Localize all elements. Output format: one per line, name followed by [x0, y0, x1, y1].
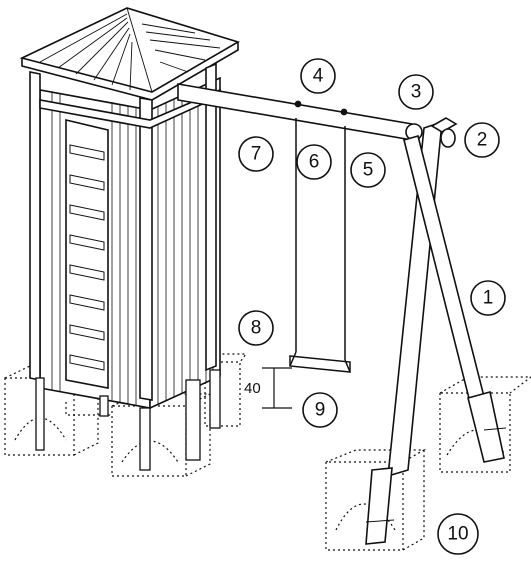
swing-hook-right	[340, 108, 348, 116]
callout-1: 1	[483, 288, 494, 309]
callout-7-circle	[238, 136, 274, 172]
swing-frame	[177, 83, 507, 545]
tower-ladder	[65, 118, 109, 389]
callout-6: 6	[309, 152, 320, 173]
callout-7: 7	[251, 144, 262, 165]
callout-4: 4	[313, 66, 324, 87]
callout-8: 8	[251, 318, 262, 339]
callout-1-circle	[470, 280, 506, 316]
seat-height-value: 40	[244, 380, 261, 397]
callout-10-circle	[437, 513, 479, 555]
callout-5-circle	[350, 152, 386, 188]
seat-height-dimension	[262, 367, 292, 409]
callout-9-circle	[302, 392, 338, 428]
callout-8-circle	[238, 310, 274, 346]
callout-3: 3	[411, 82, 422, 103]
play-tower	[19, 7, 240, 471]
callout-group	[238, 58, 506, 555]
callout-2: 2	[477, 130, 488, 151]
callout-9: 9	[315, 400, 326, 421]
callout-4-circle	[300, 58, 336, 94]
callout-5: 5	[363, 160, 374, 181]
swing-seat-assembly	[289, 100, 351, 373]
callout-6-circle	[296, 144, 332, 180]
swing-hook-left	[294, 100, 302, 108]
callout-2-circle	[464, 122, 500, 158]
callout-10: 10	[447, 524, 468, 545]
swing-seat	[289, 355, 351, 373]
callout-3-circle	[398, 74, 434, 110]
